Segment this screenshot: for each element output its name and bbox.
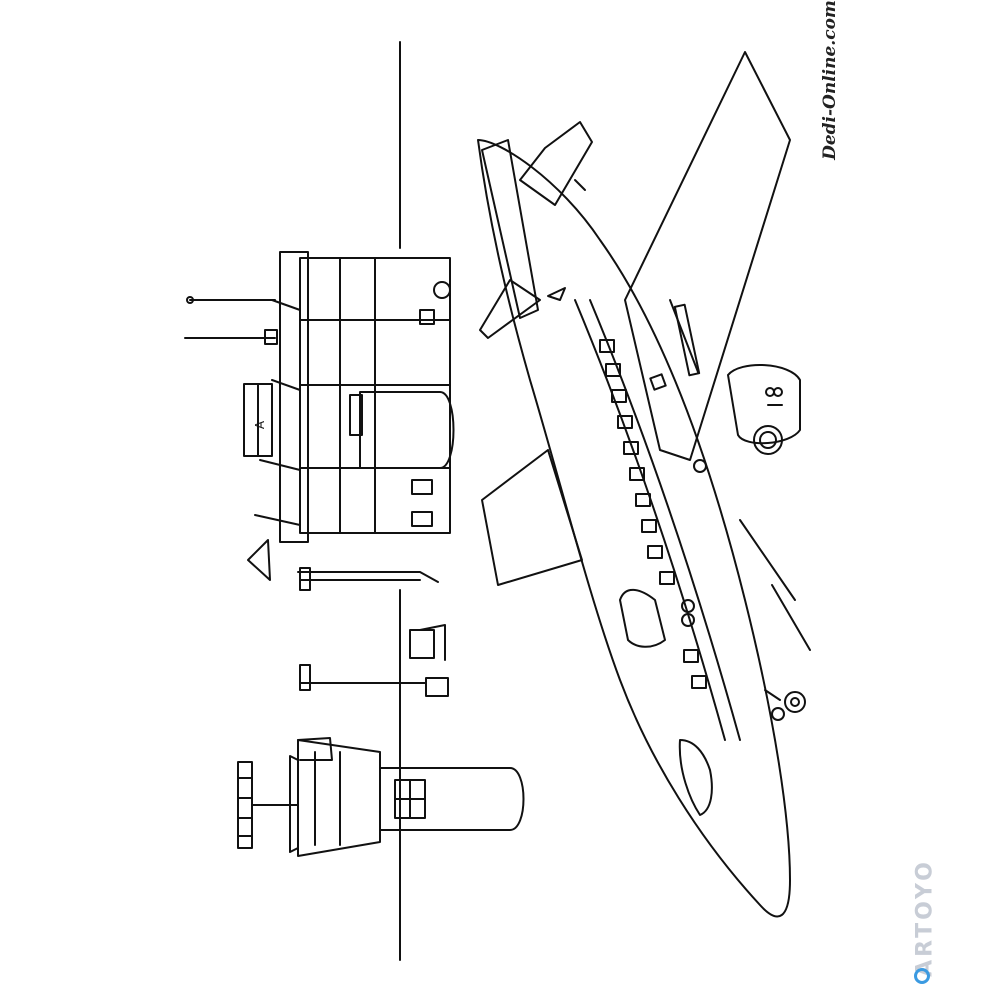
boarding-bridge bbox=[297, 571, 439, 583]
control-tower-shaft bbox=[379, 767, 525, 831]
radar-icon bbox=[237, 761, 299, 849]
terminal-building: A bbox=[184, 251, 455, 591]
brand-watermark: ARTOYO bbox=[905, 859, 945, 990]
airplane-horizontal-stabilizer bbox=[479, 279, 541, 339]
airplane-near-wing bbox=[624, 51, 791, 461]
site-watermark: Dedi-Online.com bbox=[790, 0, 870, 160]
airplane-wing-flap bbox=[673, 303, 701, 377]
airplane bbox=[477, 51, 811, 918]
terminal-glass-door bbox=[359, 391, 455, 469]
airplane-windows bbox=[599, 339, 707, 689]
terminal-roof bbox=[279, 251, 309, 543]
control-tower bbox=[237, 737, 525, 857]
airplane-door bbox=[619, 588, 666, 648]
svg-text:A: A bbox=[253, 420, 267, 429]
airplane-tail-fin bbox=[519, 121, 593, 206]
motion-lines bbox=[739, 519, 811, 651]
airplane-fuselage bbox=[477, 139, 791, 918]
airplane-tail-logo bbox=[547, 287, 566, 301]
airplane-vertical-stabilizer bbox=[481, 139, 539, 319]
site-watermark-text: Dedi-Online.com bbox=[820, 0, 840, 160]
airplane-far-wing bbox=[481, 449, 583, 586]
brand-watermark-text: ARTOYO bbox=[912, 859, 938, 977]
airplane-landing-gear bbox=[693, 459, 806, 721]
ground-equipment bbox=[299, 624, 449, 697]
airplane-cockpit-window bbox=[678, 739, 713, 816]
brand-ring-icon bbox=[914, 968, 930, 984]
airplane-engine bbox=[727, 364, 801, 455]
